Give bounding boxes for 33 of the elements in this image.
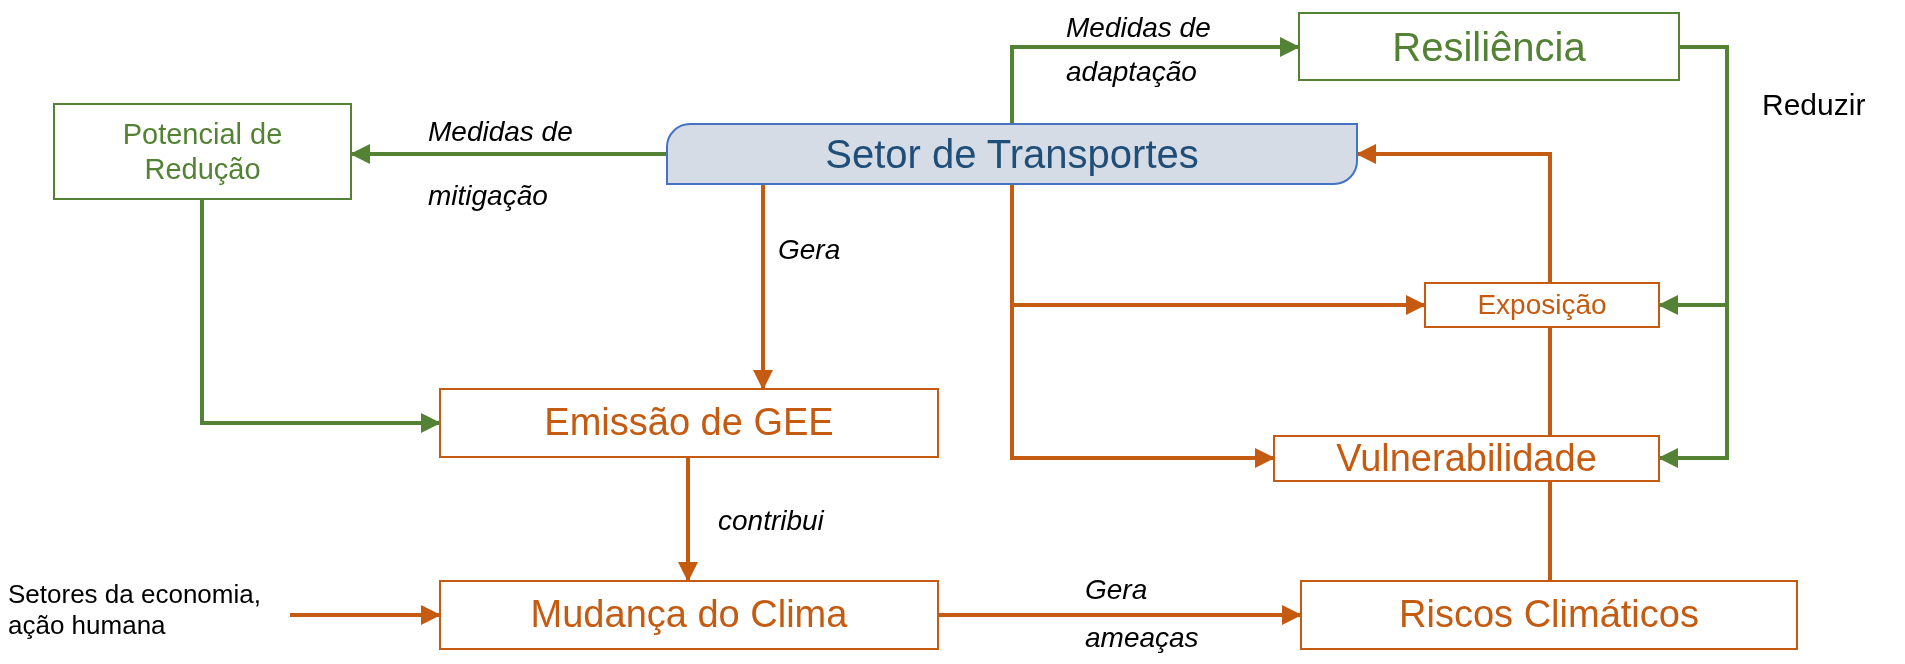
node-label: Vulnerabilidade bbox=[1336, 435, 1597, 481]
node-label: Exposição bbox=[1477, 288, 1607, 322]
node-label: Riscos Climáticos bbox=[1399, 592, 1699, 638]
arrow bbox=[939, 605, 1302, 625]
sector-box bbox=[666, 123, 1358, 185]
outcome-box bbox=[1298, 12, 1680, 81]
connector-line bbox=[1548, 328, 1552, 435]
node-label: Mudança do Clima bbox=[530, 592, 848, 638]
edge-label: Medidas de mitigação bbox=[428, 115, 574, 213]
arrow bbox=[1010, 185, 1275, 468]
source-text: Setores da economia, ação humana bbox=[8, 578, 262, 642]
node-label: Emissão de GEE bbox=[544, 400, 834, 446]
process-box bbox=[1273, 435, 1660, 482]
node-label: Potencial de Redução bbox=[121, 116, 284, 187]
arrow bbox=[1010, 37, 1300, 123]
edge-label: contribui bbox=[718, 504, 826, 538]
edge-label: Gera bbox=[778, 233, 842, 267]
arrow bbox=[753, 185, 773, 390]
process-box bbox=[1300, 580, 1798, 650]
process-box bbox=[1424, 282, 1660, 328]
arrow bbox=[678, 458, 698, 582]
node-label: Setor de Transportes bbox=[825, 131, 1199, 178]
process-box bbox=[439, 388, 939, 458]
node-label: Resiliência bbox=[1392, 23, 1586, 71]
arrow bbox=[290, 605, 441, 625]
annotation-text: Reduzir bbox=[1762, 88, 1866, 122]
connector-line bbox=[1548, 482, 1552, 580]
edge-label: Medidas de adaptação bbox=[1066, 11, 1212, 89]
edge-label: Gera ameaças bbox=[1085, 573, 1200, 655]
arrow bbox=[200, 200, 441, 433]
arrow bbox=[1356, 144, 1552, 282]
process-box bbox=[439, 580, 939, 650]
process-box bbox=[53, 103, 352, 200]
